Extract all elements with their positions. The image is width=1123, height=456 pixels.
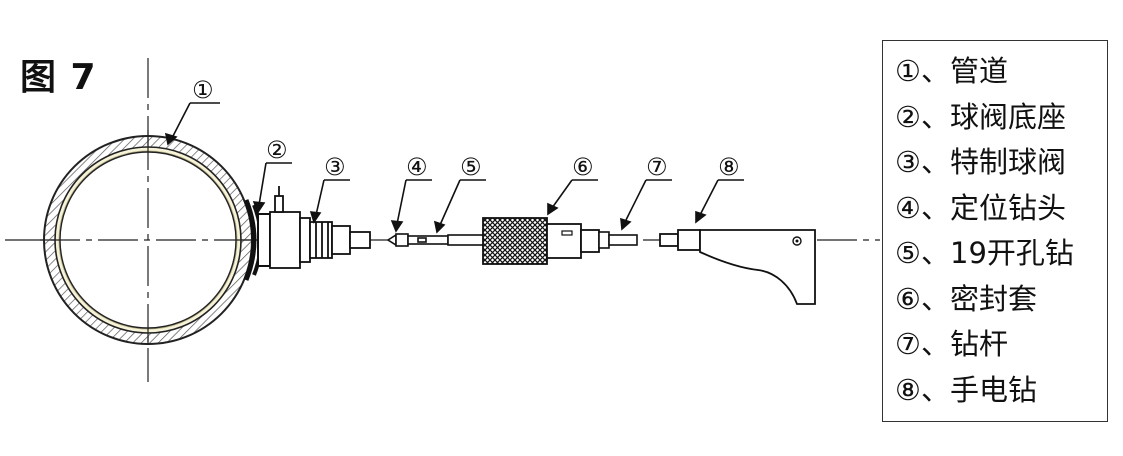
valve-base: [243, 199, 271, 281]
callout-numbers: ① ② ③ ④ ⑤ ⑥ ⑦ ⑧: [192, 76, 740, 181]
parts-legend: ①、管道 ②、球阀底座 ③、特制球阀 ④、定位钻头 ⑤、19开孔钻 ⑥、密封套 …: [882, 40, 1108, 422]
legend-item-pilot-drill: ④、定位钻头: [895, 190, 1066, 225]
callout-4: ④: [406, 153, 428, 181]
legend-item-hole-saw: ⑤、19开孔钻: [895, 236, 1074, 270]
pilot-drill-and-hole-saw: [386, 233, 485, 247]
legend-item-valve-base: ②、球阀底座: [895, 99, 1066, 134]
callout-6: ⑥: [572, 153, 594, 181]
legend-item-pipe: ①、管道: [895, 54, 1008, 88]
drill-rod: [598, 231, 638, 249]
figure-title: 图 7: [20, 57, 97, 98]
legend-item-special-ball-valve: ③、特制球阀: [895, 145, 1066, 179]
legend-item-hand-drill: ⑧、手电钻: [895, 372, 1037, 407]
callout-leaders: [164, 102, 744, 234]
callout-2: ②: [266, 136, 288, 164]
hand-drill: [659, 229, 816, 305]
legend-item-sealing-sleeve: ⑥、密封套: [895, 281, 1037, 316]
special-ball-valve: [269, 186, 371, 269]
callout-7: ⑦: [646, 153, 668, 181]
assembly-diagram: ① ② ③ ④ ⑤ ⑥ ⑦ ⑧: [5, 58, 880, 382]
callout-8: ⑧: [718, 153, 740, 181]
pipe: [43, 135, 253, 345]
callout-5: ⑤: [460, 153, 482, 181]
legend-item-drill-rod: ⑦、钻杆: [895, 327, 1008, 361]
callout-3: ③: [324, 153, 346, 181]
callout-1: ①: [192, 76, 214, 104]
sealing-sleeve: [482, 217, 600, 265]
